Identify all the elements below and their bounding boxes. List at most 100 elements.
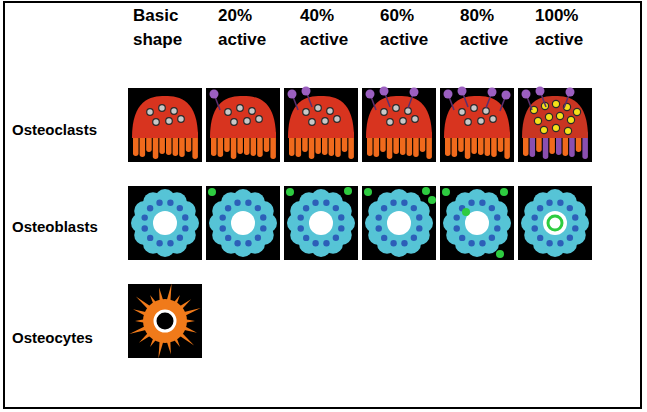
activity-dot [442,188,450,196]
granule [182,214,188,220]
cell-center [231,211,255,235]
cell-background [284,88,358,162]
cell-background [206,186,280,260]
nucleus [147,109,154,116]
granule [489,205,495,211]
cell-background [362,186,436,260]
granule [323,200,329,206]
nucleus [303,109,310,116]
cell-background [206,88,280,162]
osteoblast-body [450,196,504,250]
granule [416,214,422,220]
nucleus [249,108,256,115]
granule [167,240,173,246]
granule [572,214,578,220]
granule [260,225,266,231]
nucleus [334,116,341,123]
nucleus [556,112,563,119]
nucleus [400,118,407,125]
granule [303,235,309,241]
granule [156,200,162,206]
activity-dot [286,188,294,196]
activity-knob [210,90,219,99]
granule [147,235,153,241]
cell-background [128,186,202,260]
osteoblast-cell [518,186,592,260]
nucleus [465,119,472,126]
granule [390,200,396,206]
granule [401,200,407,206]
nucleus [540,126,547,133]
granule [260,214,266,220]
granule [532,225,538,231]
nucleus [315,105,322,112]
granule [147,205,153,211]
activity-dot [208,188,216,196]
nucleus [405,108,412,115]
cell-center [309,211,333,235]
nucleus [327,108,334,115]
cell-center [387,211,411,235]
granule [225,235,231,241]
activity-dot [422,187,430,195]
osteocyte-body [143,299,187,343]
cell-background [440,186,514,260]
activity-knob [458,87,467,96]
nucleus [564,127,571,134]
nucleus [256,116,263,123]
granule [557,200,563,206]
granule [546,200,552,206]
granule [245,200,251,206]
granule [468,240,474,246]
nucleus [545,113,552,120]
nucleus [225,109,232,116]
granule [177,205,183,211]
osteoclast-cell [206,88,280,162]
osteoclast-body [132,96,198,138]
osteoclast-cell [284,87,358,163]
granule [494,214,500,220]
cell-center [543,211,567,235]
granule [167,200,173,206]
nucleus [231,119,238,126]
activity-knob [444,90,453,99]
granule [567,205,573,211]
granule [567,235,573,241]
granule [479,240,485,246]
granule [177,235,183,241]
activity-knob [536,87,545,96]
nucleus [573,108,580,115]
activity-dot [500,188,508,196]
granule [468,200,474,206]
nucleus [552,100,559,107]
nucleus [490,116,497,123]
activity-knob [522,90,531,99]
activity-knob [366,90,375,99]
activity-dot [364,188,372,196]
row-label: Osteocytes [12,329,93,347]
nucleus [459,109,466,116]
granule [546,240,552,246]
granule [220,225,226,231]
granule [338,214,344,220]
granule [489,235,495,241]
cell-background [518,88,592,162]
nucleus [171,108,178,115]
activity-knob [288,90,297,99]
osteoclast-body [210,96,276,138]
granule [390,240,396,246]
granule [494,225,500,231]
nucleus [471,105,478,112]
cell-center [153,211,177,235]
granule [376,225,382,231]
granule [142,225,148,231]
osteocyte-cell [128,284,202,359]
cell-background [284,186,358,260]
granule [333,205,339,211]
granule [312,200,318,206]
nucleus [552,124,559,131]
nucleus [153,119,160,126]
osteoblast-body [216,196,270,250]
activity-knob [566,88,575,97]
